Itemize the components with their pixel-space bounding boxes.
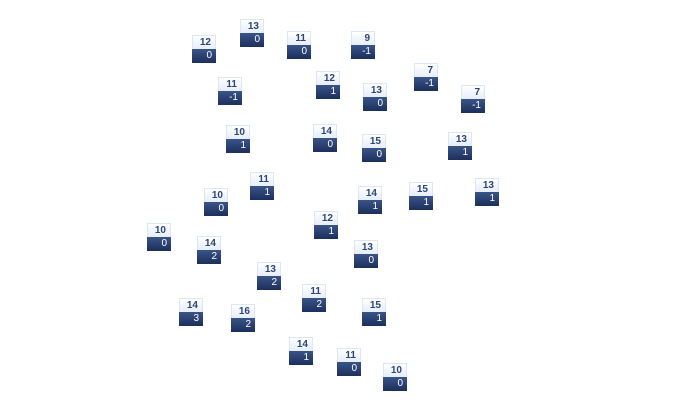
tile-top-value: 10 bbox=[147, 223, 171, 237]
tile-top-value: 11 bbox=[218, 77, 242, 91]
tile-bottom-value: 0 bbox=[354, 254, 378, 268]
tile-top-value: 14 bbox=[179, 298, 203, 312]
tile-top-value: 15 bbox=[409, 182, 433, 196]
tile-top-value: 11 bbox=[302, 284, 326, 298]
tile-top-value: 11 bbox=[287, 31, 311, 45]
tile-top-value: 12 bbox=[316, 71, 340, 85]
tile-top-value: 13 bbox=[475, 178, 499, 192]
tile-bottom-value: 2 bbox=[197, 250, 221, 264]
tile-top-value: 14 bbox=[313, 124, 337, 138]
tile-bottom-value: 0 bbox=[313, 138, 337, 152]
tile-bottom-value: 0 bbox=[362, 148, 386, 162]
tile-bottom-value: -1 bbox=[414, 77, 438, 91]
tile[interactable]: 11-1 bbox=[218, 77, 242, 105]
tile-bottom-value: 1 bbox=[448, 146, 472, 160]
tile-bottom-value: 3 bbox=[179, 312, 203, 326]
tile[interactable]: 7-1 bbox=[414, 63, 438, 91]
tile-top-value: 9 bbox=[351, 31, 375, 45]
tile-top-value: 13 bbox=[240, 19, 264, 33]
tile-bottom-value: 2 bbox=[231, 318, 255, 332]
tile-bottom-value: 0 bbox=[204, 202, 228, 216]
tile-top-value: 15 bbox=[362, 134, 386, 148]
tile-bottom-value: 2 bbox=[257, 276, 281, 290]
tile-top-value: 11 bbox=[250, 172, 274, 186]
tile-bottom-value: 1 bbox=[475, 192, 499, 206]
tile-bottom-value: 0 bbox=[363, 97, 387, 111]
tile-bottom-value: 0 bbox=[287, 45, 311, 59]
tile[interactable]: 7-1 bbox=[461, 85, 485, 113]
tile-bottom-value: 1 bbox=[362, 312, 386, 326]
tile-top-value: 7 bbox=[461, 85, 485, 99]
tile-top-value: 13 bbox=[354, 240, 378, 254]
tile-bottom-value: 0 bbox=[240, 33, 264, 47]
tile-bottom-value: 1 bbox=[250, 186, 274, 200]
tile-bottom-value: -1 bbox=[218, 91, 242, 105]
tile-bottom-value: 0 bbox=[383, 377, 407, 391]
tile-bottom-value: 1 bbox=[226, 139, 250, 153]
tile-bottom-value: 1 bbox=[289, 351, 313, 365]
tile-top-value: 14 bbox=[197, 236, 221, 250]
tile-bottom-value: 0 bbox=[337, 362, 361, 376]
tile-top-value: 14 bbox=[289, 337, 313, 351]
tile-top-value: 13 bbox=[363, 83, 387, 97]
tile-top-value: 12 bbox=[192, 35, 216, 49]
tile-top-value: 13 bbox=[257, 262, 281, 276]
tile-top-value: 16 bbox=[231, 304, 255, 318]
tile-top-value: 15 bbox=[362, 298, 386, 312]
tile-top-value: 12 bbox=[314, 211, 338, 225]
tile-bottom-value: -1 bbox=[461, 99, 485, 113]
tile-bottom-value: 1 bbox=[358, 200, 382, 214]
tile-top-value: 13 bbox=[448, 132, 472, 146]
tile-bottom-value: -1 bbox=[351, 45, 375, 59]
tile-top-value: 10 bbox=[204, 188, 228, 202]
tile-bottom-value: 2 bbox=[302, 298, 326, 312]
tile-top-value: 10 bbox=[383, 363, 407, 377]
tile-bottom-value: 1 bbox=[409, 196, 433, 210]
tile-top-value: 11 bbox=[337, 348, 361, 362]
tile-bottom-value: 1 bbox=[314, 225, 338, 239]
tile-bottom-value: 0 bbox=[192, 49, 216, 63]
tile-bottom-value: 1 bbox=[316, 85, 340, 99]
tile-bottom-value: 0 bbox=[147, 237, 171, 251]
tile-top-value: 10 bbox=[226, 125, 250, 139]
tile-top-value: 7 bbox=[414, 63, 438, 77]
tile-top-value: 14 bbox=[358, 186, 382, 200]
tile[interactable]: 9-1 bbox=[351, 31, 375, 59]
